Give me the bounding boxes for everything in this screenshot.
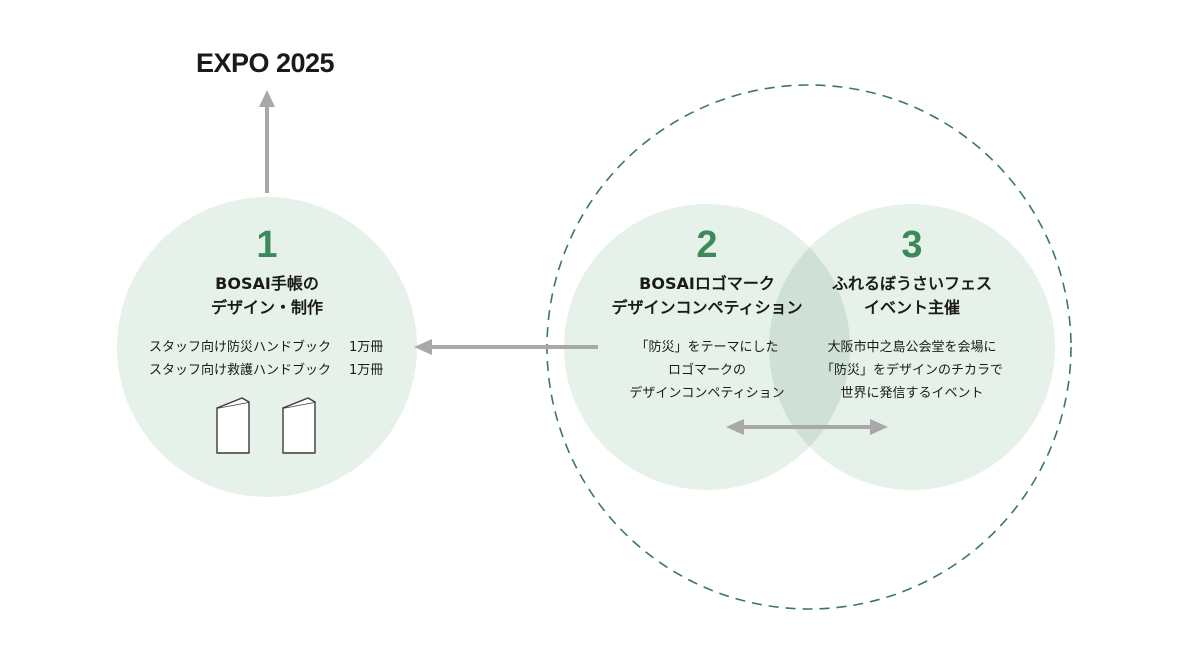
print-item-label: スタッフ向け救護ハンドブック — [149, 363, 332, 378]
double-arrow-icon — [726, 419, 888, 435]
node-2-title-line2: デザインコンペティション — [611, 298, 803, 317]
node-1-title-line1: BOSAI手帳の — [215, 274, 319, 293]
up-arrow-icon — [259, 90, 275, 193]
print-item-label: スタッフ向け防災ハンドブック — [149, 340, 332, 355]
node-2-desc-line3: デザインコンペティション — [629, 386, 785, 401]
print-item-qty: 1万冊 — [349, 340, 384, 355]
print-row: スタッフ向け防災ハンドブック 1万冊 — [149, 336, 383, 359]
booklet-icon — [216, 397, 250, 454]
node-2-desc-line2: ロゴマークの — [667, 363, 746, 378]
node-1-number: 1 — [256, 224, 278, 266]
circle-1 — [117, 197, 417, 497]
left-arrow-icon — [414, 339, 598, 355]
node-1-title-line2: デザイン・制作 — [210, 298, 323, 317]
expo-2025-label: EXPO 2025 — [195, 48, 335, 78]
print-row: スタッフ向け救護ハンドブック 1万冊 — [149, 359, 383, 382]
node-2-title-line1: BOSAIロゴマーク — [639, 274, 775, 293]
node-2-desc-line1: 「防災」をテーマにした — [635, 340, 779, 355]
node-3-title-line2: イベント主催 — [863, 298, 960, 317]
circle-3 — [769, 204, 1055, 490]
node-3-title-line1: ふれるぼうさいフェス — [831, 274, 992, 293]
node-3-desc-line3: 世界に発信するイベント — [840, 386, 984, 401]
node-3-desc-line2: 「防災」をデザインのチカラで — [820, 363, 1003, 378]
booklet-icon — [282, 397, 316, 454]
node-3-desc-line1: 大阪市中之島公会堂を会場に — [827, 340, 997, 355]
node-3-number: 3 — [901, 224, 923, 266]
node-2-number: 2 — [696, 224, 718, 266]
print-item-qty: 1万冊 — [349, 363, 384, 378]
circle-2 — [564, 204, 850, 490]
circle-overlap — [769, 247, 850, 447]
